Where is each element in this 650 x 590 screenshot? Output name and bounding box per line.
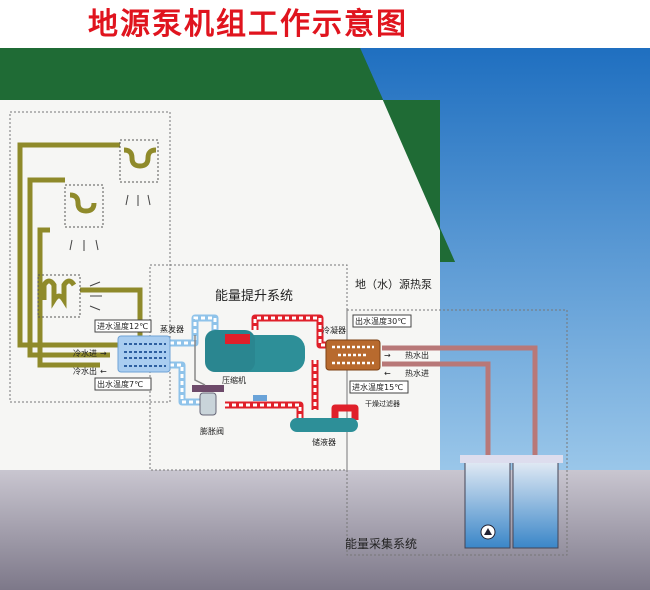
filter-dryer: [253, 395, 267, 401]
indoor-section: [9, 111, 171, 403]
compressor-label: 压缩机: [222, 375, 246, 385]
evaporator: [117, 335, 171, 373]
energy-lift-label: 能量提升系统: [215, 288, 293, 304]
cold-water-in: 冷水进: [73, 348, 97, 358]
filter-dryer-label: 干燥过滤器: [365, 399, 400, 408]
source-outlet-temp: 出水温度30℃: [355, 316, 406, 326]
compressor: [205, 330, 305, 372]
indoor-inlet-temp: 进水温度12℃: [97, 321, 148, 331]
source-outlet-temp-box: [352, 314, 412, 328]
receiver: [290, 418, 358, 432]
indoor-inlet-temp-box: [94, 319, 152, 333]
diagram-title: 地源泵机组工作示意图: [88, 7, 408, 42]
energy-collect-section: [346, 309, 568, 556]
evaporator-label: 蒸发器: [160, 324, 184, 334]
source-inlet-temp-box: [349, 380, 409, 394]
expansion-valve-label: 膨胀阀: [200, 426, 224, 436]
source-inlet-temp: 进水温度15℃: [352, 382, 403, 392]
receiver-label: 储液器: [312, 437, 336, 447]
svg-text:→: →: [384, 351, 391, 360]
hot-water-out: 热水出: [405, 350, 429, 360]
indoor-outlet-temp: 出水温度7℃: [97, 379, 143, 389]
refrigerant-loop: [170, 314, 359, 420]
cold-water-out: 冷水出: [73, 366, 97, 376]
energy-collect-label: 能量采集系统: [345, 536, 417, 551]
svg-text:←: ←: [384, 369, 391, 378]
indoor-outlet-temp-box: [94, 377, 152, 391]
condenser-label: 冷凝器: [322, 325, 346, 335]
svg-text:→: →: [100, 349, 107, 358]
condenser: [325, 339, 381, 371]
ground-wells: [460, 455, 563, 549]
hot-water-in: 热水进: [405, 368, 429, 378]
heat-pump-label: 地（水）源热泵: [355, 277, 432, 291]
svg-text:←: ←: [100, 367, 107, 376]
expansion-valve: [192, 335, 224, 416]
